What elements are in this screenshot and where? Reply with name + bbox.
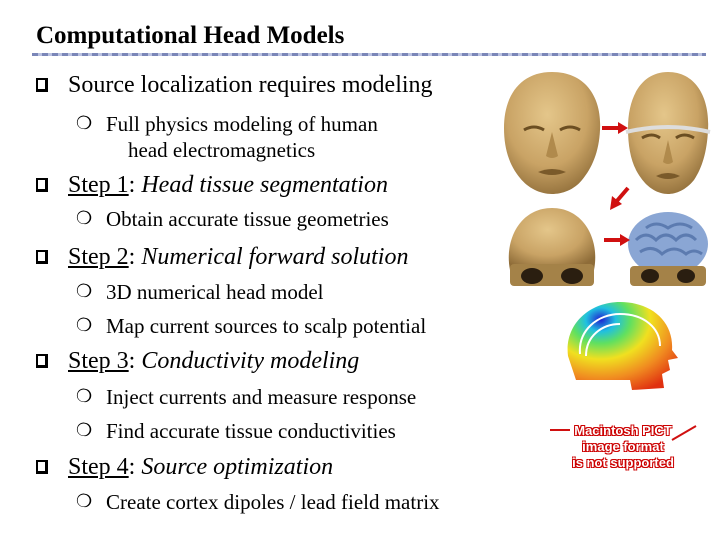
subbullet-text: Map current sources to scalp potential [106,314,427,338]
unsupported-image-message: Macintosh PICT image format is not suppo… [572,423,674,470]
step-label: Step 3 [68,348,129,374]
head-skull-image [508,208,596,286]
circle-bullet-icon: ❍ [76,208,93,228]
head-face-image [504,72,601,194]
head-brain-image [628,212,708,286]
square-bullet-icon [36,250,48,264]
step-label: Step 1 [68,172,129,198]
circle-bullet-icon: ❍ [76,113,93,133]
arrow-right-icon [604,234,630,246]
head-face-electrodes-image [625,72,711,194]
circle-bullet-icon: ❍ [76,315,93,335]
subbullet-continuation: head electromagnetics [128,138,316,162]
arrow-down-left-icon [610,186,630,210]
square-bullet-icon [36,460,48,474]
step-description: Head tissue segmentation [141,172,388,198]
square-bullet-icon [36,354,48,368]
step-label: Step 2 [68,244,129,270]
step-label: Step 4 [68,454,129,480]
subbullet-text: Find accurate tissue conductivities [106,419,396,443]
title-divider [32,53,706,56]
subbullet-text: 3D numerical head model [106,280,324,304]
step-description: Numerical forward solution [141,244,409,270]
page-title: Computational Head Models [36,22,345,49]
unsupported-image-placeholder [550,425,697,441]
subbullet-text: Create cortex dipoles / lead field matri… [106,490,440,514]
subbullet-text: Inject currents and measure response [106,385,417,409]
step-description: Source optimization [141,454,334,480]
square-bullet-icon [36,78,48,92]
circle-bullet-icon: ❍ [76,386,93,406]
circle-bullet-icon: ❍ [76,420,93,440]
subbullet-text: Full physics modeling of human [106,112,378,136]
subbullet-text: Obtain accurate tissue geometries [106,207,389,231]
circle-bullet-icon: ❍ [76,491,93,511]
circle-bullet-icon: ❍ [76,281,93,301]
step-description: Conductivity modeling [141,348,360,374]
arrow-right-icon [602,122,628,134]
square-bullet-icon [36,178,48,192]
scalp-potential-map-image [567,302,678,390]
bullet-text: Source localization requires modeling [68,72,433,98]
